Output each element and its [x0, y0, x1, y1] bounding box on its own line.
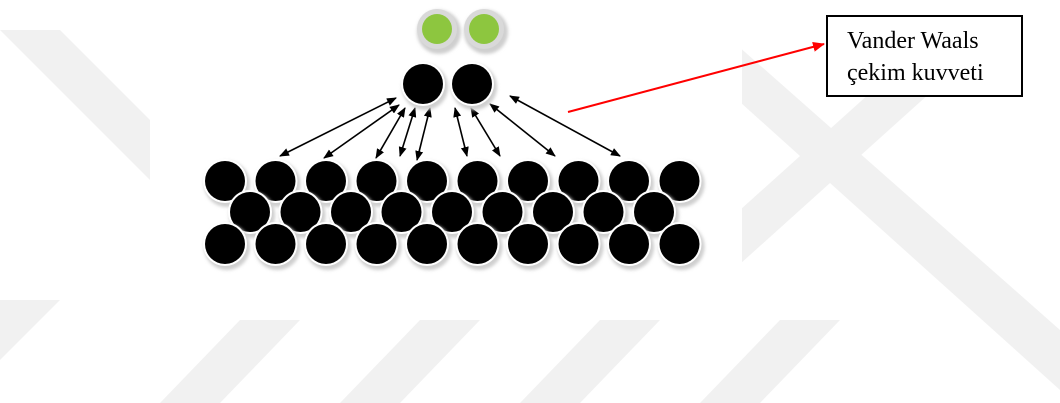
watermark-stripe	[700, 320, 840, 403]
surface-particle	[253, 222, 301, 270]
watermark-stripe	[660, 30, 1060, 390]
surface-layer	[203, 159, 705, 270]
surface-particle	[607, 222, 654, 270]
adsorbed-particle	[450, 62, 497, 110]
adsorbed-particle	[401, 62, 448, 110]
surface-particle	[354, 159, 402, 207]
surface-particle	[253, 159, 301, 207]
watermark-stripe	[0, 300, 60, 360]
force-arrows	[279, 95, 621, 161]
surface-particle	[607, 159, 654, 207]
gas-particle	[417, 9, 461, 54]
surface-particle	[480, 190, 528, 238]
surface-particle	[405, 222, 452, 270]
surface-particle	[506, 222, 553, 270]
surface-particle	[228, 190, 275, 238]
watermark-stripe	[340, 320, 480, 403]
force-arrow	[415, 107, 432, 161]
gas-particle	[464, 9, 508, 54]
surface-particle	[455, 222, 503, 270]
surface-particle	[556, 222, 604, 270]
pointer-arrow	[567, 41, 825, 113]
surface-particle	[278, 190, 326, 238]
surface-particle	[657, 159, 705, 207]
surface-particle	[304, 222, 351, 270]
force-arrow	[509, 95, 621, 157]
surface-particle	[657, 222, 705, 270]
adsorbed-layer	[401, 62, 497, 110]
force-label-box: Vander Waals çekim kuvveti	[826, 15, 1023, 97]
surface-particle	[203, 222, 250, 270]
gas-particles	[417, 9, 508, 54]
watermark-stripe	[160, 320, 300, 403]
force-arrow	[453, 107, 469, 157]
force-arrow	[398, 107, 417, 157]
watermark-stripe	[520, 320, 660, 403]
force-label-line1: Vander Waals	[847, 28, 979, 54]
surface-particle	[354, 222, 402, 270]
force-label-line2: çekim kuvveti	[847, 60, 984, 86]
